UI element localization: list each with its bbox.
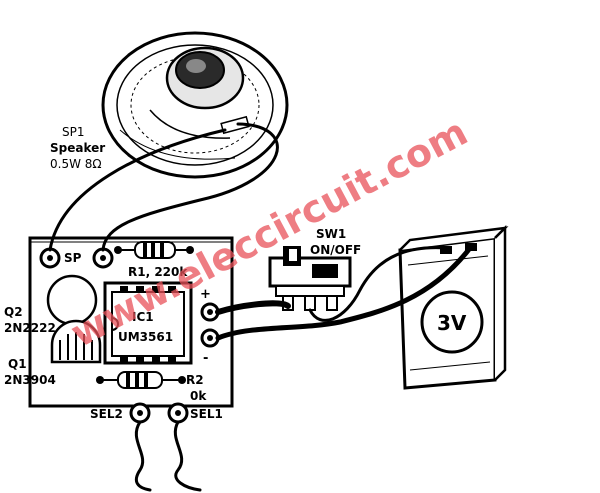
sw1-switch	[268, 246, 352, 311]
sp-pad-label: SP	[64, 251, 82, 265]
r1-label: R1, 220k	[128, 265, 188, 279]
minus-label: -	[203, 351, 208, 366]
sp1-label: SP1	[62, 125, 85, 139]
r1-resistor	[114, 241, 194, 259]
speaker-label: Speaker	[50, 141, 105, 155]
sel2-label: SEL2	[90, 407, 123, 421]
sel1-label: SEL1	[190, 407, 223, 421]
q1-transistor	[50, 319, 102, 364]
ic1-label: IC1	[132, 310, 154, 324]
power-pads	[200, 302, 220, 348]
q1-label: Q1	[8, 357, 27, 371]
ic1-part-label: UM3561	[118, 330, 173, 344]
r2-resistor	[96, 371, 186, 389]
battery	[398, 224, 509, 390]
q1-part-label: 2N3904	[4, 373, 56, 387]
wires	[48, 122, 473, 492]
sp-pads	[39, 247, 114, 269]
speaker	[101, 31, 289, 179]
r2-value-label: 0k	[190, 389, 207, 403]
ic1-chip	[103, 281, 193, 365]
sw1-state-label: ON/OFF	[310, 243, 361, 257]
q2-part-label: 2N2222	[4, 321, 56, 335]
plus-label: +	[200, 287, 211, 302]
speaker-rating-label: 0.5W 8Ω	[50, 157, 102, 171]
q2-label: Q2	[4, 305, 23, 319]
r2-label: R2	[186, 373, 204, 387]
battery-voltage-label: 3V	[437, 311, 467, 335]
sw1-label: SW1	[316, 227, 346, 241]
